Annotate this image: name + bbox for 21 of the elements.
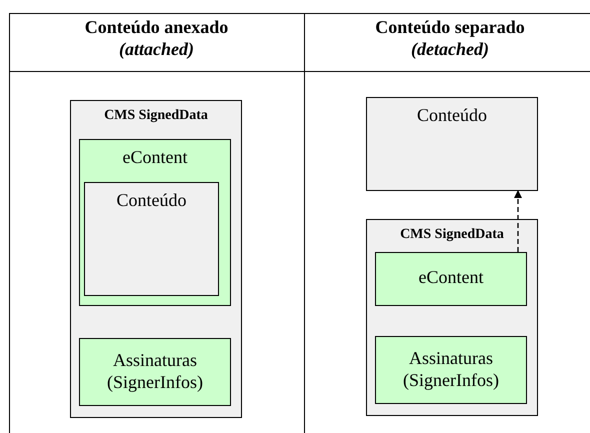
column-header: (detached) [411, 39, 489, 59]
signed-data-container [70, 100, 242, 418]
box-label: Assinaturas (SignerInfos) [402, 347, 500, 391]
content-box [375, 336, 527, 404]
box-label: eContent [418, 266, 484, 288]
content-box [84, 182, 219, 296]
signed-data-container [366, 219, 538, 416]
box-label: Assinaturas (SignerInfos) [106, 349, 204, 393]
content-box [79, 139, 231, 306]
content-box [79, 338, 231, 406]
box-label: Conteúdo [116, 189, 186, 211]
column-header: Conteúdo anexado [84, 17, 228, 37]
container-title: CMS SignedData [104, 107, 208, 125]
content-box [375, 252, 527, 306]
content-box [366, 97, 538, 191]
container-title: CMS SignedData [400, 226, 504, 244]
box-label: Conteúdo [417, 104, 487, 126]
column-header: (attached) [119, 39, 194, 59]
dashed-arrow [514, 190, 522, 252]
box-label: eContent [122, 146, 188, 168]
column-header: Conteúdo separado [375, 17, 525, 37]
